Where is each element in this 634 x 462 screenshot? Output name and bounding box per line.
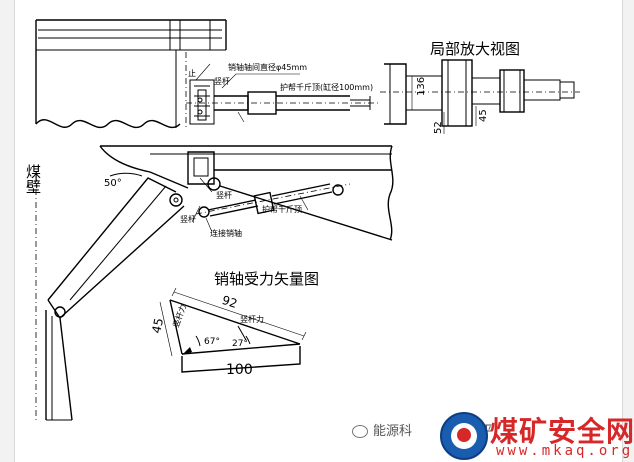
coal-wall-text: 煤壁: [12, 164, 42, 193]
site-name: 煤矿安全网: [490, 415, 634, 448]
guard-jack-label-mid: 护帮千斤顶: [262, 204, 302, 214]
vector-force-b: 竖杆力: [240, 314, 264, 324]
dim-136: 136: [416, 77, 427, 96]
detail-view-title: 局部放大视图: [430, 40, 520, 58]
vector-100: 100: [226, 362, 253, 378]
top-view-assembly: [35, 19, 378, 130]
pin-label-mid: 连接销轴: [210, 228, 242, 238]
mine-safety-logo-icon: [440, 412, 488, 460]
side-view-assembly: [35, 145, 394, 421]
stopper-label: 止: [188, 68, 196, 78]
dim-45-detail: 45: [478, 109, 489, 122]
rod-label-top: 竖杆: [214, 76, 230, 86]
angle-67: 67°: [204, 337, 220, 347]
left-viewer-edge: [0, 0, 15, 462]
vector-92: 92: [220, 293, 239, 311]
guard-jack-label-top: 护帮千斤顶(缸径100mm): [280, 82, 373, 92]
site-watermark: 煤矿安全网 www.mkaq.org: [440, 410, 634, 460]
pin-diameter-note: 销轴轴间直径φ45mm: [228, 62, 307, 72]
angle-50: 50°: [104, 178, 122, 189]
rod-label-mid-1: 竖杆: [216, 190, 232, 200]
vector-diagram-title: 销轴受力矢量图: [214, 270, 319, 288]
wechat-icon: [352, 425, 368, 438]
dim-52: 52: [433, 121, 444, 134]
rod-label-mid-2: 竖杆: [180, 214, 196, 224]
coal-wall-label: 煤壁: [12, 164, 42, 193]
right-viewer-edge: [622, 0, 634, 462]
vector-diagram: [159, 287, 307, 373]
angle-27: 27°: [232, 339, 248, 349]
vector-45: 45: [149, 317, 166, 335]
wechat-source: 能源科: [373, 424, 413, 439]
site-url: www.mkaq.org: [496, 443, 634, 459]
detail-view: [380, 59, 580, 134]
